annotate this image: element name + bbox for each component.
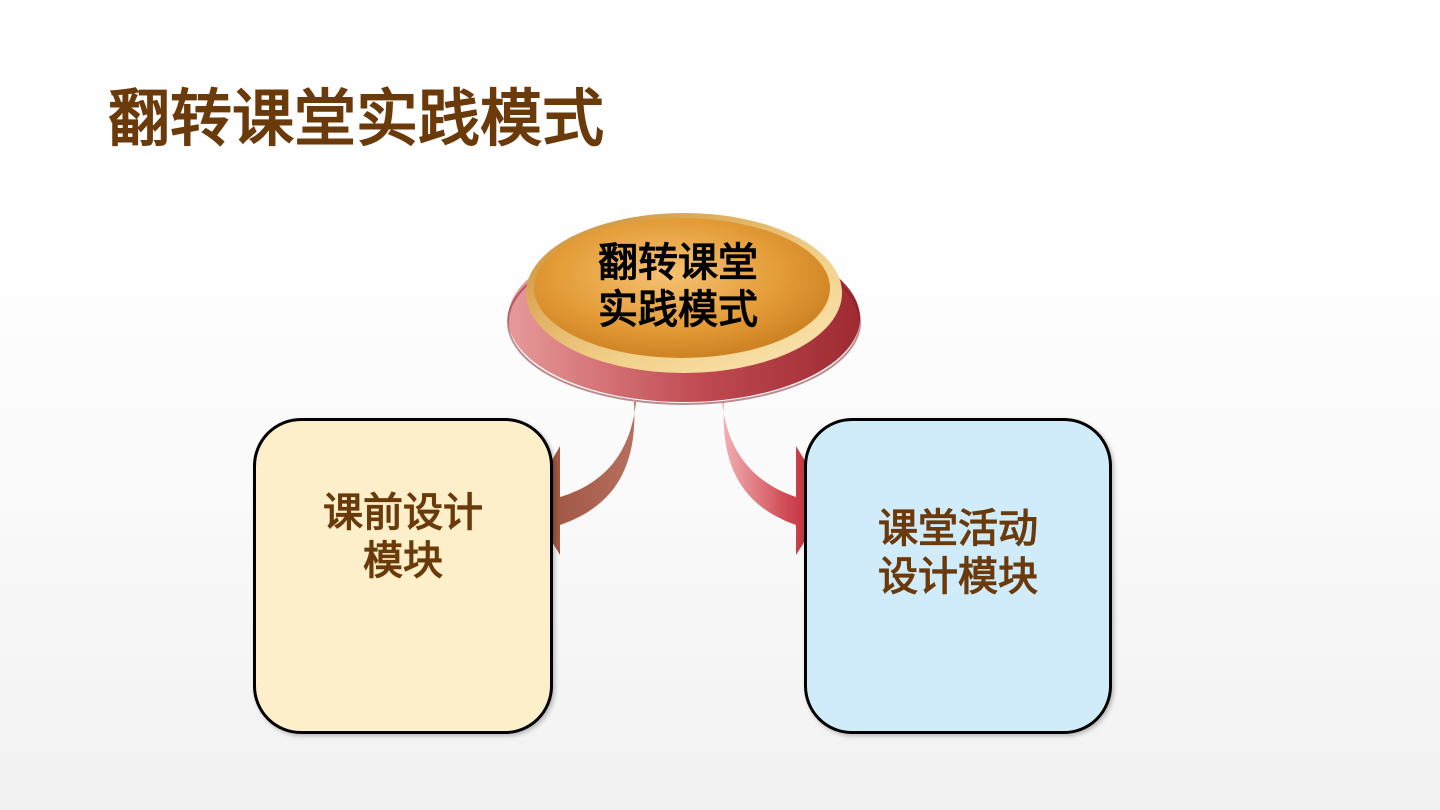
hub-label: 翻转课堂 实践模式 [548,240,808,334]
left-arrow [528,402,636,555]
hub-top [534,218,830,358]
pre-class-label-line-1: 课前设计 [323,490,483,536]
right-arrow [722,402,830,555]
hub-label-line-1: 翻转课堂 [598,240,758,286]
page-title: 翻转课堂实践模式 [108,82,605,155]
hub-label-line-2: 实践模式 [598,287,758,333]
pre-class-design-box: 课前设计 模块 [253,418,553,734]
pre-class-label-line-2: 模块 [363,538,443,584]
in-class-label-line-2: 设计模块 [878,554,1038,600]
in-class-activity-box: 课堂活动 设计模块 [804,418,1112,734]
in-class-label-line-1: 课堂活动 [878,506,1038,552]
